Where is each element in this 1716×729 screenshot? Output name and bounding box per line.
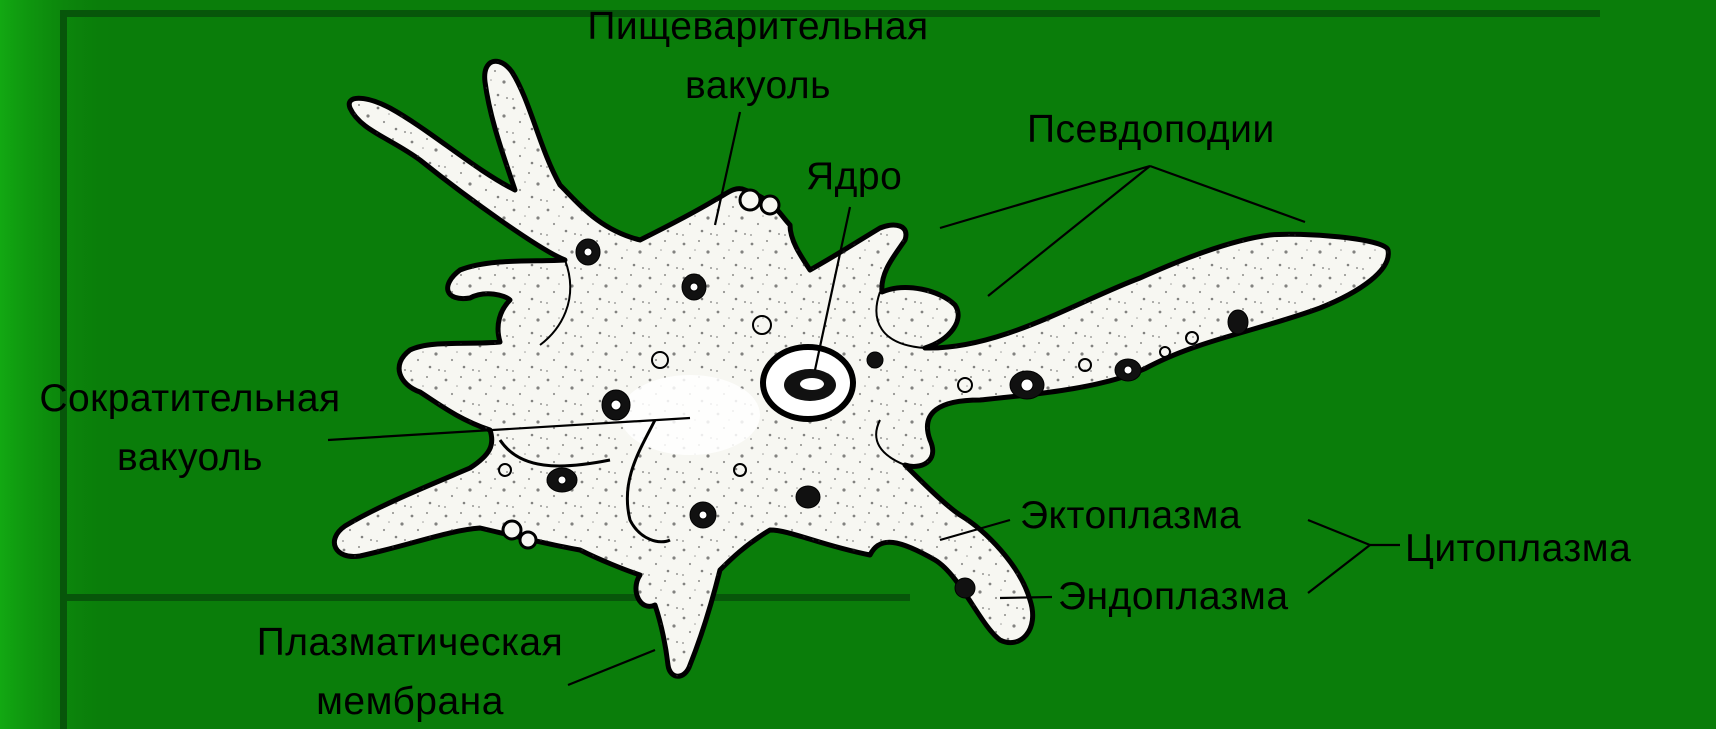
leader-endoplasm: [1000, 597, 1052, 598]
label-contractile-vacuole-line2: вакуоль: [0, 435, 380, 481]
label-plasma-membrane-line2: мембрана: [200, 679, 620, 725]
nucleus-organelle: [763, 347, 853, 419]
frame-line-middle: [60, 594, 910, 601]
label-plasma-membrane-line1: Плазматическая: [200, 620, 620, 666]
frame-line-left: [60, 10, 67, 729]
label-digestive-vacuole-line1: Пищеварительная: [548, 4, 968, 50]
label-nucleus: Ядро: [806, 154, 902, 200]
label-digestive-vacuole-line2: вакуоль: [548, 63, 968, 109]
central-endoplasm-zone: [620, 375, 760, 455]
label-pseudopodia: Псевдоподии: [1027, 107, 1275, 153]
label-cytoplasm: Цитоплазма: [1405, 526, 1631, 572]
label-endoplasm: Эндоплазма: [1058, 574, 1289, 620]
label-ectoplasm: Эктоплазма: [1020, 493, 1241, 539]
label-contractile-vacuole-line1: Сократительная: [0, 376, 380, 422]
